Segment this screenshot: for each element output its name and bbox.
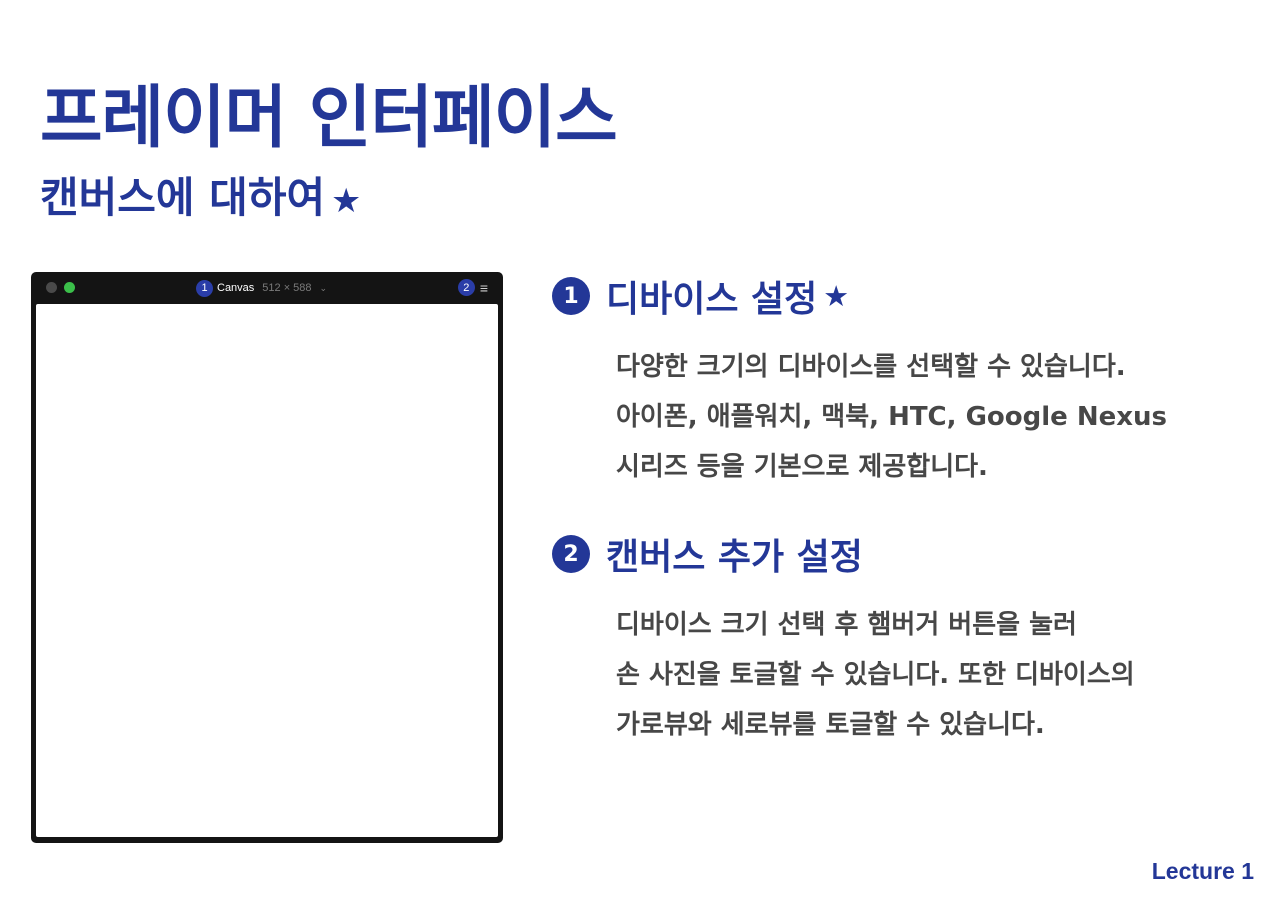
callout-marker-2: 2 (457, 279, 475, 296)
callout-marker-1: 1 (196, 279, 213, 297)
page-subtitle-text: 캔버스에 대하여 (40, 173, 326, 222)
section-number: 1 (552, 277, 590, 315)
body-line: 아이폰, 애플워치, 맥북, HTC, Google Nexus (616, 402, 1167, 432)
section-device-settings: 1 디바이스 설정★ 다양한 크기의 디바이스를 선택할 수 있습니다. 아이폰… (552, 270, 1167, 492)
page-subtitle: 캔버스에 대하여★ (40, 164, 361, 225)
canvas-menu: 2 ≡ (457, 279, 488, 296)
canvas-window: 1 Canvas 512 × 588 ⌄ 2 ≡ (31, 272, 503, 843)
section-number: 2 (552, 535, 590, 573)
body-line: 시리즈 등을 기본으로 제공합니다. (616, 452, 988, 482)
canvas-toolbar: 1 Canvas 512 × 588 ⌄ 2 ≡ (36, 272, 498, 304)
section-heading: 1 디바이스 설정★ (552, 270, 1167, 322)
chevron-down-icon[interactable]: ⌄ (319, 282, 328, 293)
canvas-name: Canvas (217, 282, 255, 294)
window-dot-gray[interactable] (46, 282, 57, 293)
canvas-area[interactable] (36, 304, 498, 837)
body-line: 손 사진을 토글할 수 있습니다. 또한 디바이스의 (616, 660, 1135, 690)
section-title: 디바이스 설정 (606, 279, 818, 320)
star-icon: ★ (331, 181, 362, 220)
canvas-size: 512 × 588 (262, 282, 312, 294)
section-heading: 2 캔버스 추가 설정 (552, 528, 1135, 580)
body-line: 가로뷰와 세로뷰를 토글할 수 있습니다. (616, 710, 1045, 740)
window-dot-green[interactable] (64, 282, 75, 293)
star-icon: ★ (823, 279, 850, 313)
section-body: 디바이스 크기 선택 후 햄버거 버튼을 눌러 손 사진을 토글할 수 있습니다… (616, 600, 1135, 750)
page-title: 프레이머 인터페이스 (40, 79, 618, 158)
lecture-label: Lecture 1 (1151, 858, 1254, 884)
body-line: 다양한 크기의 디바이스를 선택할 수 있습니다. (616, 352, 1126, 382)
section-title: 캔버스 추가 설정 (606, 537, 863, 578)
hamburger-icon[interactable]: ≡ (479, 279, 488, 296)
body-line: 디바이스 크기 선택 후 햄버거 버튼을 눌러 (616, 610, 1077, 640)
device-selector[interactable]: 1 Canvas 512 × 588 ⌄ (196, 279, 327, 297)
section-canvas-extra-settings: 2 캔버스 추가 설정 디바이스 크기 선택 후 햄버거 버튼을 눌러 손 사진… (552, 528, 1135, 750)
section-body: 다양한 크기의 디바이스를 선택할 수 있습니다. 아이폰, 애플워치, 맥북,… (616, 342, 1167, 492)
